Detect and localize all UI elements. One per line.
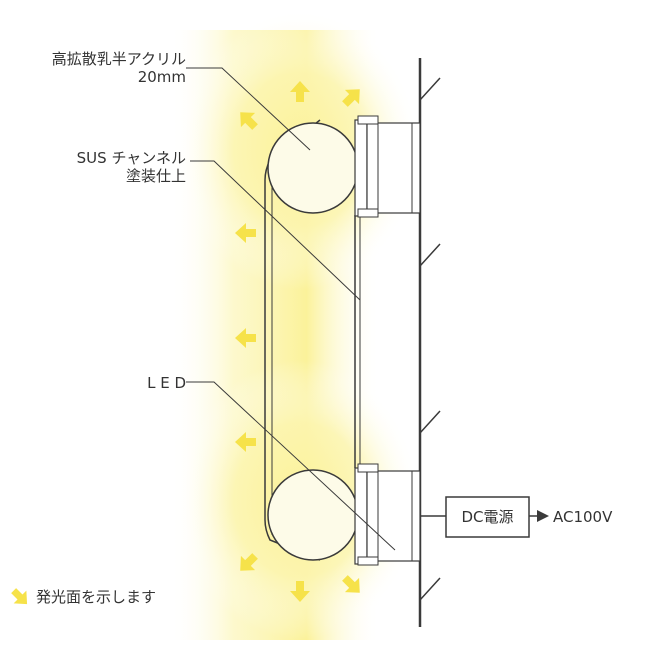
power-box-label: DC電源 bbox=[461, 508, 513, 526]
led-label: L E D bbox=[147, 374, 186, 392]
bracket-bottom bbox=[354, 463, 421, 566]
power-wiring bbox=[420, 496, 549, 538]
arrow-up-right-icon bbox=[342, 89, 360, 107]
diffuser-label-line2: 20mm bbox=[138, 68, 186, 86]
dc-power-box bbox=[445, 496, 530, 538]
arrow-up-left-icon bbox=[240, 112, 258, 130]
arrow-down-left-icon bbox=[240, 553, 258, 571]
legend-label: 発光面を示します bbox=[36, 588, 156, 606]
arrow-down-right-icon bbox=[342, 575, 360, 593]
emission-arrows bbox=[235, 81, 360, 602]
sus-channel bbox=[264, 119, 361, 561]
arrow-down-icon bbox=[290, 581, 310, 602]
diffuser-bottom bbox=[267, 469, 359, 561]
wall bbox=[418, 58, 441, 627]
legend: 発光面を示します bbox=[11, 588, 156, 606]
arrow-up-icon bbox=[290, 81, 310, 102]
diffuser-top bbox=[267, 122, 359, 214]
arrow-left-icon bbox=[235, 328, 256, 348]
channel-label-line1: SUS チャンネル bbox=[77, 149, 186, 167]
arrow-left-icon bbox=[235, 432, 256, 452]
legend-arrow-icon bbox=[11, 588, 28, 605]
leader-lines bbox=[186, 67, 396, 551]
power-input-label: AC100V bbox=[553, 508, 613, 526]
channel-label-line2: 塗装仕上 bbox=[126, 167, 186, 185]
arrow-left-icon bbox=[235, 223, 256, 243]
diffuser-label-line1: 高拡散乳半アクリル bbox=[52, 50, 186, 68]
bracket-top bbox=[354, 115, 421, 218]
